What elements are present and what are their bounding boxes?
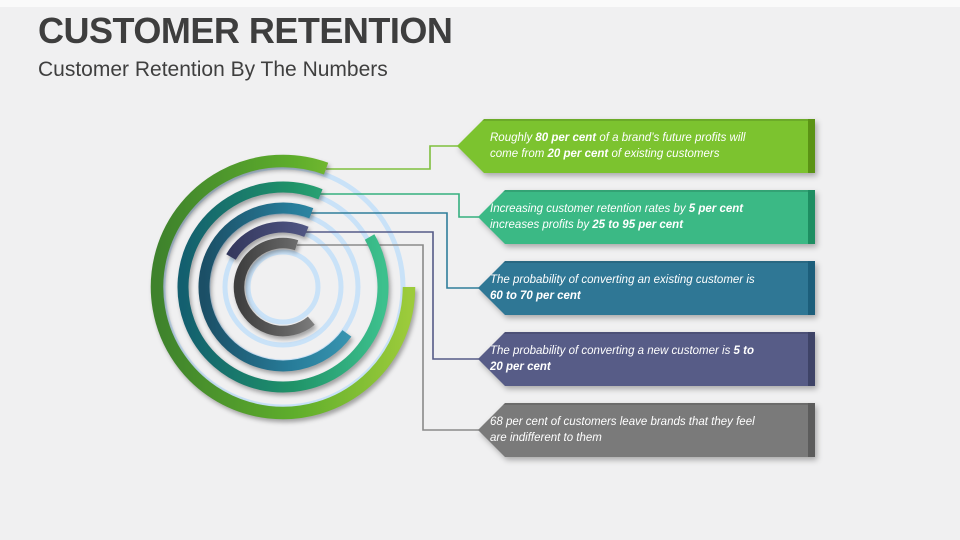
banner-shape: Roughly 80 per cent of a brand’s future …: [457, 119, 815, 173]
connector-line-3: [311, 212, 480, 289]
banner-shape: The probability of converting a new cust…: [478, 332, 815, 386]
banner-indifferent-brands: 68 per cent of customers leave brands th…: [478, 403, 815, 457]
banner-shape: Increasing customer retention rates by 5…: [478, 190, 815, 244]
banner-new-customer: The probability of converting a new cust…: [478, 332, 815, 386]
banner-text: Roughly 80 per cent of a brand’s future …: [490, 132, 746, 160]
banner-text: Increasing customer retention rates by 5…: [490, 203, 744, 231]
banner-existing-customer: The probability of converting an existin…: [478, 261, 815, 315]
slide-title: CUSTOMER RETENTION: [38, 10, 453, 51]
banner-shape: 68 per cent of customers leave brands th…: [478, 403, 815, 457]
banner-shape: The probability of converting an existin…: [478, 261, 815, 315]
connector-line-5: [297, 244, 480, 431]
banner-edge: [808, 403, 815, 457]
banner-edge: [808, 332, 815, 386]
ring-purple: [226, 221, 309, 260]
banner-edge: [808, 119, 815, 173]
banner-retention-rates: Increasing customer retention rates by 5…: [478, 190, 815, 244]
banner-edge: [808, 261, 815, 315]
top-strip: [0, 0, 960, 7]
ring-gray: [233, 237, 315, 337]
connector-line-1: [326, 145, 459, 170]
ring-green: [150, 154, 416, 420]
header: CUSTOMER RETENTION Customer Retention By…: [38, 10, 453, 82]
banner-edge: [808, 190, 815, 244]
banner-future-profits: Roughly 80 per cent of a brand’s future …: [457, 119, 815, 173]
ring-teal: [177, 181, 389, 393]
banner-text: The probability of converting an existin…: [490, 274, 755, 302]
banner-text: 68 per cent of customers leave brands th…: [490, 416, 755, 444]
banner-text: The probability of converting a new cust…: [490, 345, 754, 373]
connector-line-4: [306, 231, 480, 360]
track-circle: [245, 249, 321, 325]
connector-line-2: [320, 193, 480, 218]
slide-subtitle: Customer Retention By The Numbers: [38, 58, 388, 81]
ring-steel: [198, 202, 352, 372]
